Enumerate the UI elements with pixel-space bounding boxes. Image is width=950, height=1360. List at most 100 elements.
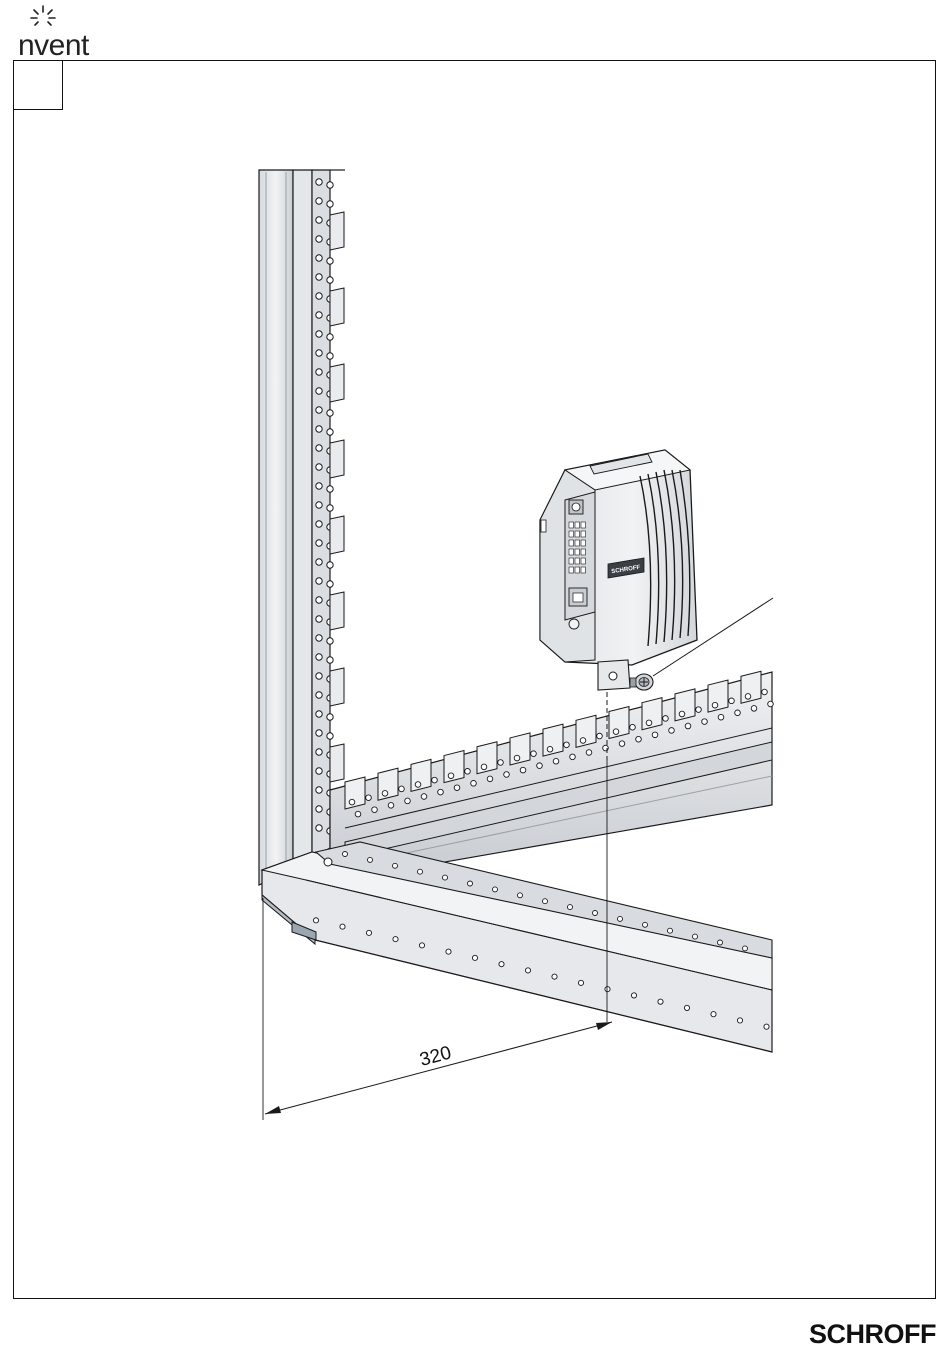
side-rail-hole bbox=[518, 893, 523, 898]
rail-hole bbox=[729, 698, 735, 704]
side-rail-hole bbox=[468, 881, 473, 886]
rail-hole bbox=[652, 732, 658, 738]
rail-hole bbox=[465, 768, 471, 774]
rail-tab bbox=[576, 715, 596, 747]
rail-hole bbox=[718, 714, 724, 720]
post-hole bbox=[327, 562, 333, 568]
post-hole bbox=[316, 445, 322, 451]
post-hole bbox=[327, 714, 333, 720]
post-hole bbox=[316, 673, 322, 679]
post-hole bbox=[316, 179, 322, 185]
front-rail-hole bbox=[605, 987, 610, 992]
rail-hole bbox=[388, 803, 394, 809]
rail-tab bbox=[444, 751, 464, 783]
front-rail-hole bbox=[340, 924, 345, 929]
rail-hole bbox=[487, 776, 493, 782]
terminal-slot bbox=[581, 558, 586, 564]
rail-hole bbox=[630, 724, 636, 730]
side-rail-hole bbox=[643, 922, 648, 927]
post-hole bbox=[327, 182, 333, 188]
side-rail-hole bbox=[443, 875, 448, 880]
rail-hole bbox=[498, 760, 504, 766]
rail-hole bbox=[448, 773, 454, 779]
front-rail-hole bbox=[419, 943, 424, 948]
post-hole bbox=[316, 692, 322, 698]
rail-hole bbox=[696, 707, 702, 713]
front-rail-hole bbox=[631, 993, 636, 998]
post-hole bbox=[316, 711, 322, 717]
post-hole bbox=[316, 825, 322, 831]
terminal-slot bbox=[569, 531, 574, 537]
rail-hole bbox=[702, 719, 708, 725]
post-tab bbox=[330, 668, 344, 706]
front-rail-hole bbox=[393, 937, 398, 942]
post-hole bbox=[316, 749, 322, 755]
rail-hole bbox=[504, 772, 510, 778]
side-rail-hole bbox=[343, 852, 348, 857]
post-hole bbox=[327, 258, 333, 264]
terminal-slot bbox=[569, 558, 574, 564]
led-indicator-icon bbox=[569, 619, 579, 629]
rail-hole bbox=[586, 750, 592, 756]
post-hole bbox=[316, 502, 322, 508]
terminal-slot bbox=[575, 558, 580, 564]
side-rail-hole bbox=[493, 887, 498, 892]
rail-hole bbox=[481, 764, 487, 770]
rail-tab bbox=[543, 724, 563, 756]
post-hole bbox=[327, 581, 333, 587]
rail-tab bbox=[510, 733, 530, 765]
post-hole bbox=[316, 578, 322, 584]
dimension-line bbox=[265, 1022, 612, 1114]
post-hole bbox=[316, 768, 322, 774]
side-rail-hole bbox=[668, 928, 673, 933]
post-hole bbox=[316, 236, 322, 242]
terminal-slot bbox=[575, 549, 580, 555]
post-hole bbox=[316, 293, 322, 299]
rail-hole bbox=[751, 706, 757, 712]
rail-hole bbox=[405, 798, 411, 804]
post-hole bbox=[327, 201, 333, 207]
post-tab bbox=[330, 592, 344, 630]
rail-hole bbox=[712, 702, 718, 708]
rail-tab bbox=[741, 671, 761, 703]
post-hole bbox=[327, 657, 333, 663]
post-tab bbox=[330, 516, 344, 554]
rail-hole bbox=[438, 789, 444, 795]
front-rail-hole bbox=[711, 1012, 716, 1017]
dimension-arrow-left bbox=[265, 1106, 281, 1114]
rail-tab bbox=[609, 707, 629, 739]
terminal-slot bbox=[575, 531, 580, 537]
post-hole bbox=[316, 521, 322, 527]
rail-hole bbox=[619, 741, 625, 747]
dimension-arrow-right bbox=[596, 1022, 612, 1030]
terminal-slot bbox=[569, 567, 574, 573]
rail-hole bbox=[597, 733, 603, 739]
post-hole bbox=[316, 350, 322, 356]
post-hole bbox=[316, 540, 322, 546]
post-hole bbox=[316, 198, 322, 204]
side-rail-hole bbox=[393, 863, 398, 868]
post-hole bbox=[316, 426, 322, 432]
post-hole bbox=[316, 597, 322, 603]
side-rail-hole bbox=[743, 946, 748, 951]
post-hole bbox=[316, 464, 322, 470]
rail-hole bbox=[471, 780, 477, 786]
post-hole bbox=[316, 787, 322, 793]
terminal-slot bbox=[581, 540, 586, 546]
front-rail-hole bbox=[658, 999, 663, 1004]
rail-hole bbox=[531, 751, 537, 757]
front-rail-hole bbox=[313, 918, 318, 923]
post-hole bbox=[316, 654, 322, 660]
control-unit: SCHROFF bbox=[540, 450, 697, 690]
rail-hole bbox=[636, 736, 642, 742]
rail-hole bbox=[432, 777, 438, 783]
rail-hole bbox=[372, 807, 378, 813]
front-rail-hole bbox=[472, 955, 477, 960]
rail-hole bbox=[399, 786, 405, 792]
front-rail-hole bbox=[499, 962, 504, 967]
rail-hole bbox=[580, 738, 586, 744]
rail-tab bbox=[378, 768, 398, 800]
post-tabs bbox=[330, 212, 344, 782]
